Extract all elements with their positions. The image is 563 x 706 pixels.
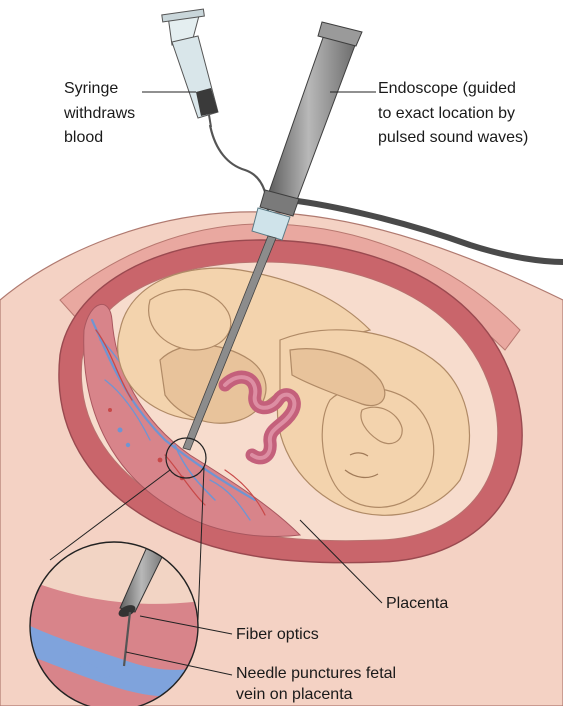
label-needle-line-2: vein on placenta <box>236 685 353 704</box>
label-endoscope-line-3: pulsed sound waves) <box>378 128 528 147</box>
label-needle-line-1: Needle punctures fetal <box>236 664 396 683</box>
endoscope-barrel <box>269 32 357 200</box>
label-placenta: Placenta <box>386 594 448 613</box>
label-endoscope-line-1: Endoscope (guided <box>378 79 516 98</box>
syringe <box>162 9 218 127</box>
label-syringe-line-1: Syringe <box>64 79 118 98</box>
label-fiber-optics: Fiber optics <box>236 625 319 644</box>
label-syringe-line-2: withdraws <box>64 104 135 123</box>
label-syringe-line-3: blood <box>64 128 103 147</box>
syringe-tubing <box>210 125 268 215</box>
label-endoscope-line-2: to exact location by <box>378 104 515 123</box>
